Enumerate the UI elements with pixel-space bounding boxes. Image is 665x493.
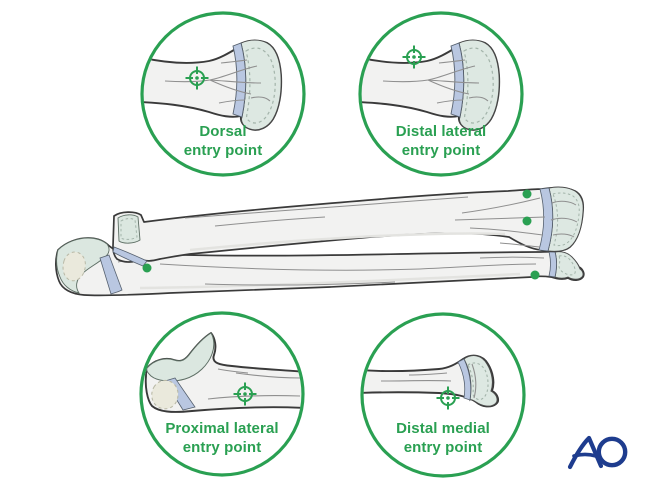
caption-line: Distal medial — [396, 420, 490, 437]
caption-dorsal-entry-point: Dorsal entry point — [113, 122, 333, 160]
entry-point-dot — [142, 263, 152, 273]
caption-line: entry point — [182, 439, 262, 456]
entry-point-dot — [522, 189, 532, 199]
caption-line: entry point — [403, 439, 483, 456]
caption-line: Proximal lateral — [165, 420, 279, 437]
caption-distal-medial-entry-point: Distal medial entry point — [333, 419, 553, 457]
caption-distal-lateral-entry-point: Distal lateral entry point — [331, 122, 551, 160]
ao-logo-letter-a-bar — [572, 452, 598, 458]
forearm-bones-lateral-view — [55, 186, 585, 297]
ulna-bone — [55, 237, 585, 297]
caption-line: entry point — [183, 142, 263, 159]
ao-logo-letter-a — [567, 435, 604, 470]
caption-proximal-lateral-entry-point: Proximal lateral entry point — [112, 419, 332, 457]
inset-circle-border — [139, 311, 305, 477]
radius-bone — [112, 186, 585, 267]
caption-line: Dorsal — [199, 123, 247, 140]
ao-logo-letter-o — [596, 436, 628, 468]
caption-line: entry point — [401, 142, 481, 159]
entry-point-markers — [142, 189, 540, 280]
ao-logo — [567, 435, 628, 470]
caption-line: Distal lateral — [395, 123, 487, 140]
inset-distal-lateral-entry — [358, 11, 524, 177]
inset-circle-border — [360, 312, 526, 478]
entry-point-dot — [522, 216, 532, 226]
inset-circle-border — [358, 11, 524, 177]
entry-point-dot — [530, 270, 540, 280]
inset-distal-medial-entry — [360, 312, 526, 478]
inset-dorsal-entry — [140, 11, 306, 177]
inset-proximal-lateral-entry — [139, 311, 305, 477]
inset-circle-border — [140, 11, 306, 177]
